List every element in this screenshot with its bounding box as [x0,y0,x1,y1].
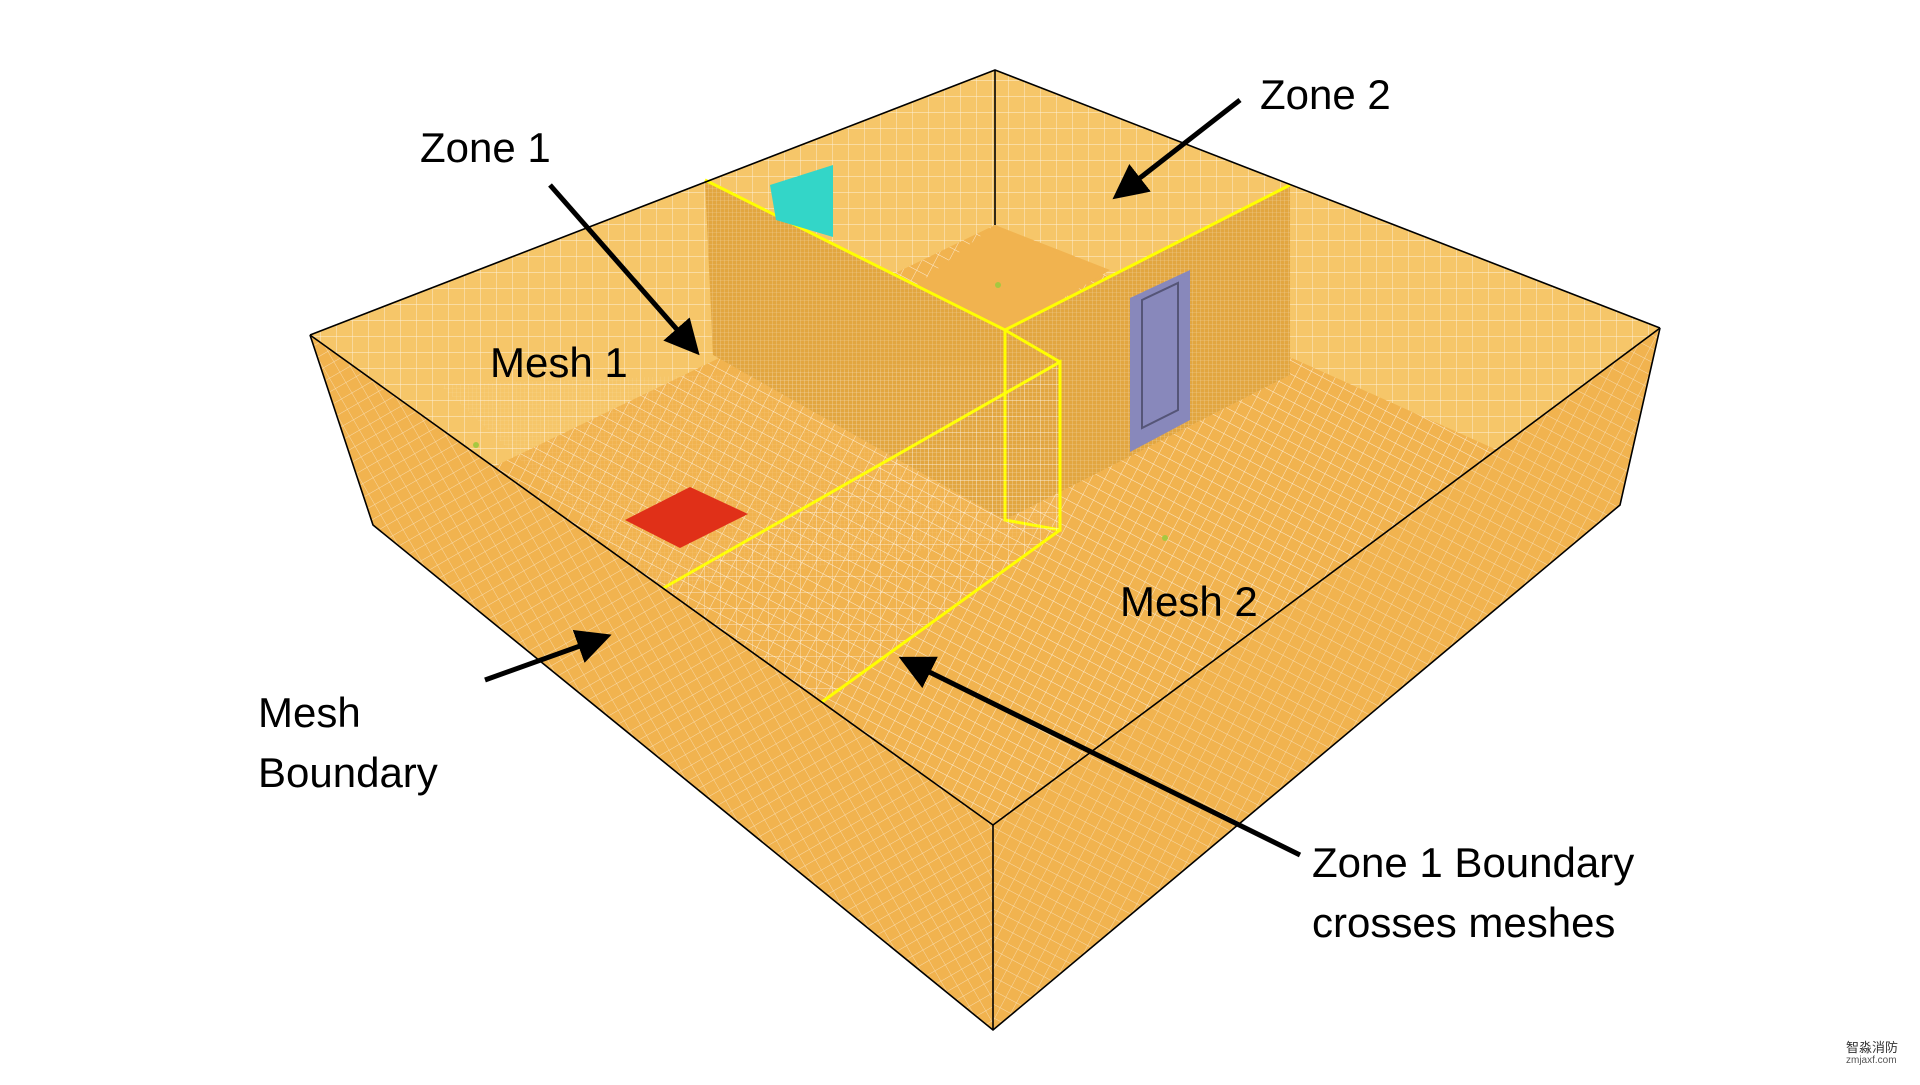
marker-dot [1162,535,1168,541]
arrow-icon [1112,98,1242,200]
vent-icon [770,165,833,237]
mesh2-label: Mesh 2 [1120,578,1258,625]
arrow-icon [548,183,700,356]
door-icon [1130,270,1190,452]
zone2-floor [910,225,1110,330]
zone1-boundary-line-2: crosses meshes [1312,898,1616,946]
arrow-icon [898,656,1302,858]
front-wall-right-grid [993,328,1660,1030]
watermark-url: zmjaxf.com [1845,1055,1897,1066]
box-edges [309,69,1661,1032]
zone1-boundary-label: Zone 1 Boundary crosses meshes [1312,833,1634,952]
mesh-boundary-line-1: Mesh [258,689,361,736]
marker-dot [995,282,1001,288]
arrow-icon [484,629,612,683]
zone2-label: Zone 2 [1260,71,1391,118]
zone1-label: Zone 1 [420,124,551,171]
back-wall-right-grid [995,70,1660,505]
fire-source-icon [625,487,748,548]
zone1-boundary-line-1: Zone 1 Boundary [1312,839,1635,886]
marker-dot [473,442,479,448]
front-wall-left-grid [310,335,993,1030]
mesh1-label: Mesh 1 [490,339,628,386]
mesh-boundary-plane [440,362,1060,590]
watermark: 智淼消防 zmjaxf.com [1845,1039,1898,1066]
mesh-boundary-line-2: Boundary [258,748,438,796]
watermark-title: 智淼消防 [1845,1039,1898,1055]
mesh-boundary-label: Mesh Boundary [258,683,438,802]
